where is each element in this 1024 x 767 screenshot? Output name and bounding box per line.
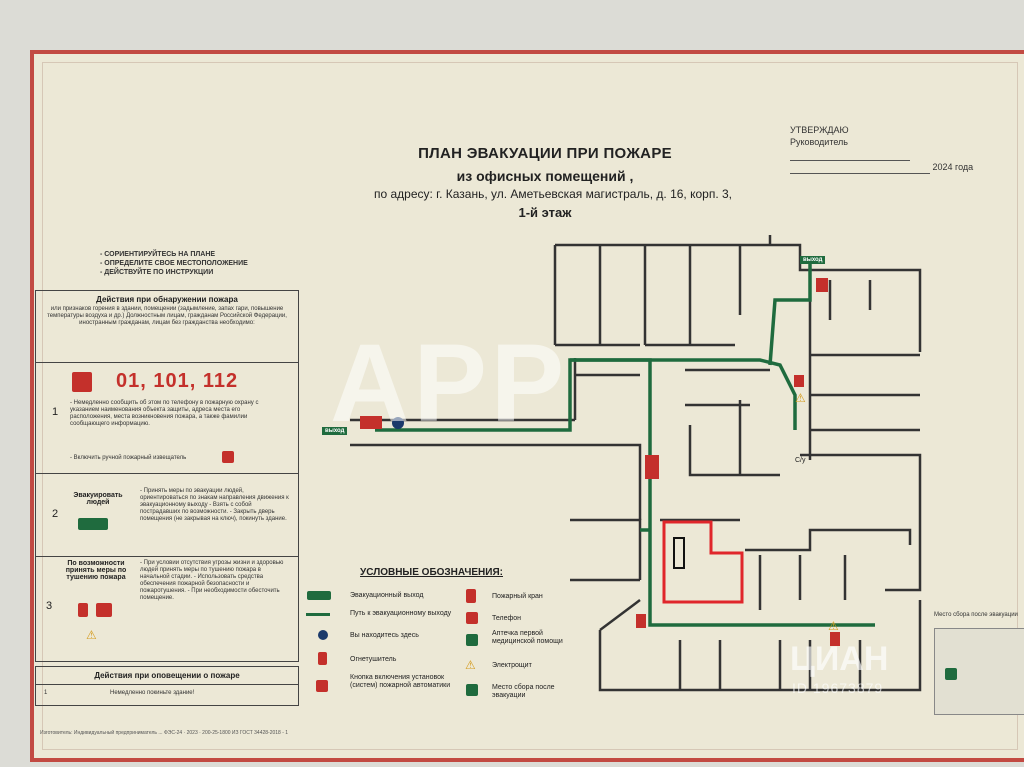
phone-icon [72, 372, 92, 392]
exit-sign-west: выход [322, 427, 348, 435]
restroom-label: С/у [795, 457, 806, 464]
hint-item: - ДЕЙСТВУЙТЕ ПО ИНСТРУКЦИИ [100, 269, 214, 276]
cian-watermark: ЦИАН [790, 640, 889, 678]
fire-button-icon [316, 680, 328, 692]
alert-row-divider [35, 684, 299, 685]
hint-item: - ОПРЕДЕЛИТЕ СВОЕ МЕСТОПОЛОЖЕНИЕ [100, 260, 248, 267]
legend-exit: Эвакуационный выход [350, 592, 424, 599]
electric-panel-icon: ⚠ [795, 391, 806, 405]
exit-sign-icon [78, 518, 108, 530]
orientation-hints: - СОРИЕНТИРУЙТЕСЬ НА ПЛАНЕ - ОПРЕДЕЛИТЕ … [100, 250, 248, 277]
step-2-number: 2 [52, 508, 59, 520]
extinguisher-icon [794, 375, 804, 387]
alert-text: Немедленно покиньте здание! [110, 690, 195, 696]
fire-hose-icon [96, 603, 112, 617]
extinguisher-icon [318, 652, 327, 665]
legend-you-are-here: Вы находитесь здесь [350, 632, 419, 639]
fire-button-icon [222, 451, 234, 463]
evacuation-plan-poster [30, 50, 1024, 762]
actions-table: Действия при обнаружении пожара или приз… [35, 290, 299, 662]
exit-sign-icon [307, 591, 331, 600]
approval-line2: Руководитель [790, 137, 848, 147]
assembly-point-icon [945, 668, 957, 680]
electric-panel-icon: ⚠ [465, 658, 476, 672]
legend-fire-button: Кнопка включения установок (систем) пожа… [350, 674, 451, 689]
highlighted-office [662, 520, 744, 604]
step-2-head: Эвакуировать людей [73, 492, 123, 506]
floor-plan: ⚠ ⚠ [350, 235, 922, 692]
approval-line1: УТВЕРЖДАЮ [790, 125, 849, 135]
first-aid-icon [466, 634, 478, 646]
step-3-row [35, 556, 299, 662]
plan-floor: 1-й этаж [518, 205, 572, 220]
signature-line [790, 148, 910, 161]
phone-icon [466, 612, 478, 624]
legend-assembly: Место сбора после эвакуации [492, 684, 555, 699]
legend-title: УСЛОВНЫЕ ОБОЗНАЧЕНИЯ: [360, 567, 503, 578]
electric-panel-icon: ⚠ [86, 628, 97, 642]
legend-fire-hose: Пожарный кран [492, 593, 543, 600]
hint-item: - СОРИЕНТИРУЙТЕСЬ НА ПЛАНЕ [100, 251, 216, 258]
legend-electric-panel: Электрощит [492, 662, 532, 669]
legend-extinguisher: Огнетушитель [350, 656, 397, 663]
room-marker [673, 537, 685, 569]
poster-inner-border [42, 62, 1018, 750]
legend-first-aid: Аптечка первой медицинской помощи [492, 630, 563, 645]
step-3-number: 3 [46, 600, 53, 612]
plan-walls [350, 235, 922, 692]
you-are-here-icon [392, 417, 404, 429]
assembly-area-label: Место сбора после эвакуации [934, 612, 1018, 618]
fire-hose-icon [360, 416, 382, 429]
electric-panel-icon: ⚠ [828, 619, 839, 633]
extinguisher-icon [830, 632, 840, 646]
step-2-text: - Принять меры по эвакуации людей, ориен… [140, 488, 289, 522]
alert-table: Действия при оповещении о пожаре [35, 666, 299, 706]
step-1-row [35, 362, 299, 474]
fire-hose-icon [645, 455, 659, 479]
cian-watermark-id: ID 19673879 [792, 680, 884, 696]
evac-arrow-icon [306, 613, 330, 616]
extinguisher-icon [78, 603, 88, 617]
legend-phone: Телефон [492, 615, 522, 622]
alert-title: Действия при оповещении о пожаре [94, 671, 240, 680]
extinguisher-icon [816, 278, 828, 292]
extinguisher-icon [636, 614, 646, 628]
actions-note: или признаков горения в здании, помещени… [47, 306, 287, 326]
evac-route-lines [375, 260, 875, 627]
step-1-number: 1 [52, 406, 59, 418]
legend-route: Путь к эвакуационному выходу [350, 610, 452, 617]
plan-subtitle: из офисных помещений , [456, 168, 634, 184]
app-watermark: APP [330, 322, 569, 445]
approval-year: 2024 года [932, 162, 974, 172]
step-3-text: - При условии отсутствия угрозы жизни и … [140, 560, 284, 601]
assembly-point-icon [466, 684, 478, 696]
step-3-head: По возможности принять меры по тушению п… [65, 560, 127, 581]
plan-address: по адресу: г. Казань, ул. Аметьевская ма… [373, 187, 732, 201]
fire-hose-icon [466, 589, 476, 603]
exit-sign-north: выход [800, 256, 826, 264]
emergency-phone-numbers: 01, 101, 112 [116, 370, 239, 392]
alert-number: 1 [44, 690, 48, 696]
actions-title: Действия при обнаружении пожара [96, 295, 238, 304]
step-1-text: - Немедленно сообщить об этом по телефон… [70, 400, 259, 427]
plan-title: ПЛАН ЭВАКУАЦИИ ПРИ ПОЖАРЕ [418, 145, 672, 162]
date-line [790, 161, 930, 174]
poster-footer: Изготовитель: Индивидуальный предпринима… [40, 730, 289, 736]
step-1-extra: - Включить ручной пожарный извещатель [70, 455, 187, 461]
you-are-here-icon [318, 630, 328, 640]
approval-block: УТВЕРЖДАЮ Руководитель 2024 года [790, 124, 973, 174]
